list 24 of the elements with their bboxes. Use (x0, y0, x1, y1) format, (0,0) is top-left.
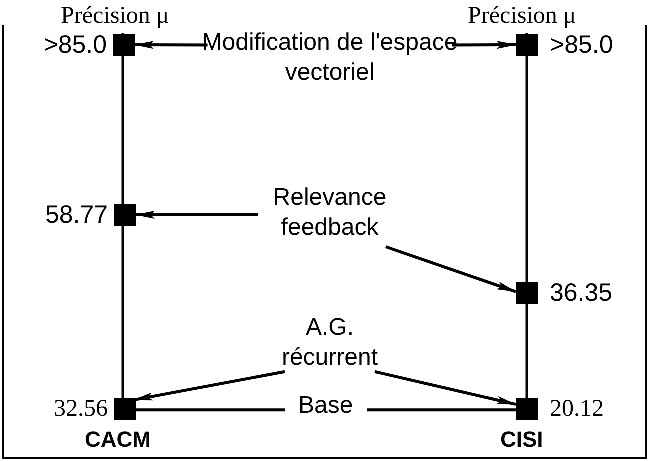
data-point-square (516, 34, 538, 56)
data-point-square (113, 34, 135, 56)
data-point-square (516, 398, 538, 420)
data-point-square (114, 204, 136, 226)
value-label: 36.35 (550, 278, 613, 308)
annotation-text: A.G. récurrent (280, 313, 380, 373)
axis-name: CISI (500, 426, 544, 454)
axis-name: CACM (85, 426, 151, 454)
annotation-text: Relevance feedback (272, 183, 388, 243)
arrow (135, 211, 258, 219)
data-point-square (114, 398, 136, 420)
annotation-text: Modification de l'espace vectoriel (201, 28, 459, 88)
value-label: 58.77 (45, 200, 108, 230)
arrow (374, 370, 517, 406)
value-label: 20.12 (550, 395, 604, 424)
axis-title: Précision μ (468, 2, 576, 30)
value-label: 32.56 (54, 395, 108, 424)
value-label: >85.0 (550, 30, 614, 60)
data-point-square (516, 282, 538, 304)
arrow (134, 41, 208, 50)
arrow (452, 41, 517, 50)
arrow (386, 246, 517, 294)
value-label: >85.0 (44, 30, 107, 60)
axis-title: Précision μ (61, 2, 170, 30)
